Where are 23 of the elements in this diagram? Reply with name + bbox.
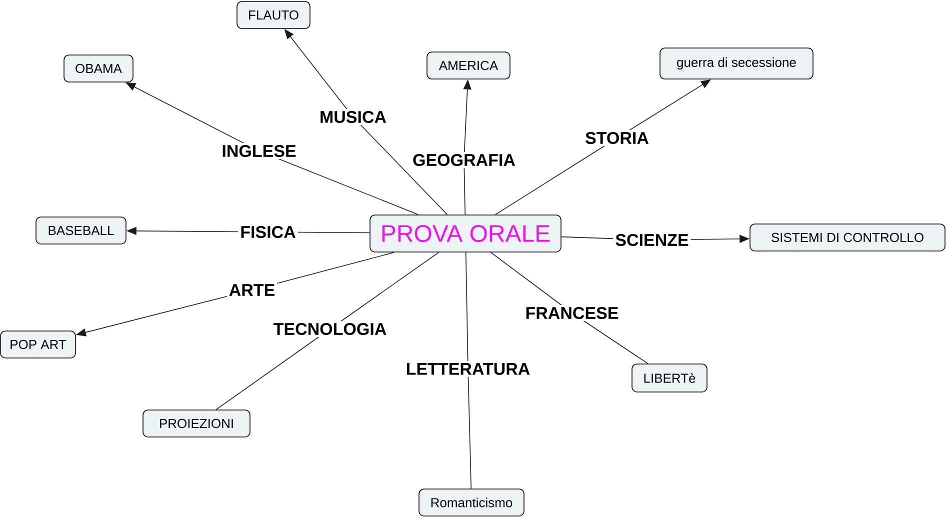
concept-box: PROIEZIONI xyxy=(142,410,250,438)
concept-box: POP ART xyxy=(0,330,76,358)
edge-label: SCIENZE xyxy=(613,232,691,248)
main-concept-box: PROVA ORALE xyxy=(370,214,562,252)
edge-label: GEOGRAFIA xyxy=(410,152,518,168)
edge-label: ARTE xyxy=(226,282,278,298)
edge-label: FRANCESE xyxy=(523,304,621,321)
edge-label: INGLESE xyxy=(220,142,298,160)
concept-box: Romanticismo xyxy=(418,488,524,516)
edge-label: LETTERATURA xyxy=(404,361,532,377)
concept-box: SISTEMI DI CONTROLLO xyxy=(750,224,946,252)
connector-line xyxy=(465,252,472,489)
edge-label: MUSICA xyxy=(317,108,389,126)
edge-label: TECNOLOGIA xyxy=(271,320,389,337)
concept-box: FLAUTO xyxy=(236,1,310,29)
concept-box: LIBERTè xyxy=(632,364,708,392)
connector-line xyxy=(216,252,440,410)
concept-box: BASEBALL xyxy=(36,216,126,244)
edge-label: STORIA xyxy=(583,130,651,146)
concept-box: AMERICA xyxy=(426,52,510,80)
concept-box: guerra di secessione xyxy=(660,48,814,80)
edge-label: FISICA xyxy=(238,224,298,240)
concept-box: OBAMA xyxy=(64,54,134,82)
